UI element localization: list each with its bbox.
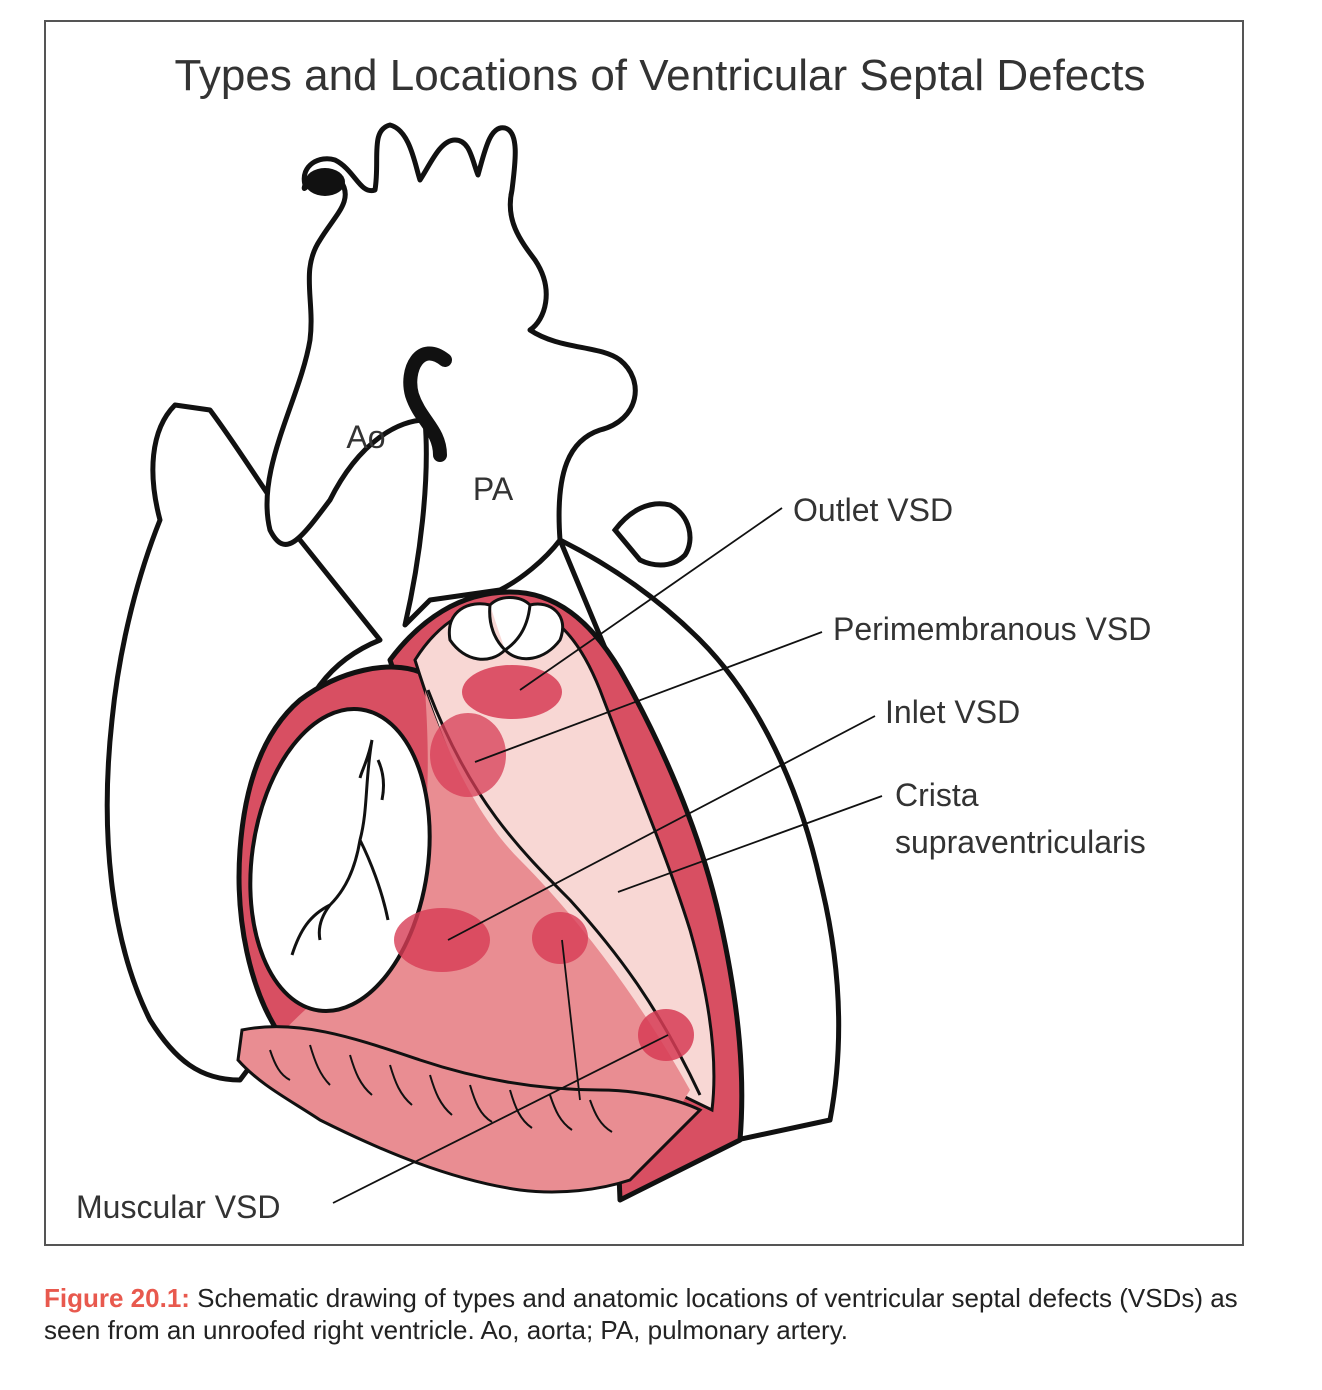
outlet-leader	[519, 507, 783, 691]
ventricle-cavity	[285, 690, 690, 1140]
caption-label: Figure 20.1:	[44, 1283, 190, 1313]
trabeculation-lines	[269, 1044, 613, 1133]
inlet-defect	[394, 908, 490, 972]
inlet-leader	[447, 715, 876, 941]
muscular-leader-a	[561, 939, 581, 1101]
perimembranous-defect	[430, 713, 506, 797]
label-ao: Ao	[346, 419, 385, 455]
label-muscular-vsd: Muscular VSD	[76, 1189, 281, 1225]
arch-branch-opening	[305, 168, 345, 196]
crista-leader	[617, 795, 883, 893]
label-perimembranous-vsd: Perimembranous VSD	[833, 611, 1151, 647]
muscular-leader-b	[332, 1034, 669, 1204]
chordae-lines	[290, 739, 390, 956]
label-pa: PA	[473, 471, 514, 507]
great-arteries-outline	[264, 122, 638, 628]
label-supraventricularis: supraventricularis	[895, 824, 1146, 860]
label-outlet-vsd: Outlet VSD	[793, 492, 953, 528]
label-inlet-vsd: Inlet VSD	[885, 694, 1020, 730]
outlet-defect	[462, 665, 562, 719]
pulmonary-valve	[447, 596, 565, 661]
appendage-outline	[611, 501, 693, 568]
perimembranous-leader	[474, 631, 823, 763]
label-crista: Crista	[895, 777, 979, 813]
figure-frame	[44, 20, 1244, 1246]
vsd-diagram: Types and Locations of Ventricular Septa…	[76, 51, 1151, 1225]
ao-pa-separator	[403, 346, 452, 462]
figure-caption: Figure 20.1: Schematic drawing of types …	[44, 1282, 1284, 1346]
diagram-title: Types and Locations of Ventricular Septa…	[174, 51, 1145, 100]
muscular-defect-1	[532, 912, 588, 964]
left-atrium-outline	[104, 402, 383, 1083]
caption-text: Schematic drawing of types and anatomic …	[44, 1283, 1238, 1345]
